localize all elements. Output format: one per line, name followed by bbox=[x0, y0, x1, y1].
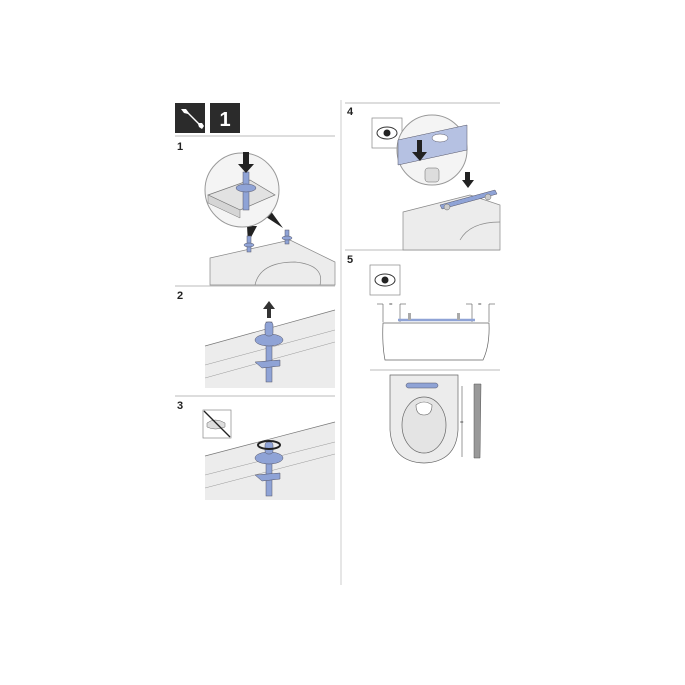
no-wrench-icon bbox=[202, 409, 232, 439]
equal-mark: = bbox=[478, 302, 482, 308]
eye-icon bbox=[369, 264, 401, 296]
step-4-illustration bbox=[371, 114, 501, 251]
step-number-5: 5 bbox=[347, 254, 353, 266]
step-number-4: 4 bbox=[347, 106, 354, 118]
step-3-illustration bbox=[202, 409, 336, 500]
step-badge: 1 bbox=[210, 103, 240, 133]
equal-mark: = bbox=[389, 302, 393, 308]
step-number-2: 2 bbox=[177, 290, 183, 302]
step-5-illustration: = = = bbox=[369, 264, 500, 464]
wrench-icon bbox=[181, 109, 204, 129]
equal-mark: = bbox=[460, 420, 464, 426]
step-1-illustration bbox=[204, 152, 336, 286]
step-2-illustration bbox=[204, 301, 336, 388]
step-badge-number: 1 bbox=[219, 109, 230, 131]
wrench-badge bbox=[175, 103, 205, 133]
step-number-3: 3 bbox=[177, 400, 183, 412]
step-number-1: 1 bbox=[177, 141, 183, 153]
eye-icon bbox=[371, 117, 403, 149]
